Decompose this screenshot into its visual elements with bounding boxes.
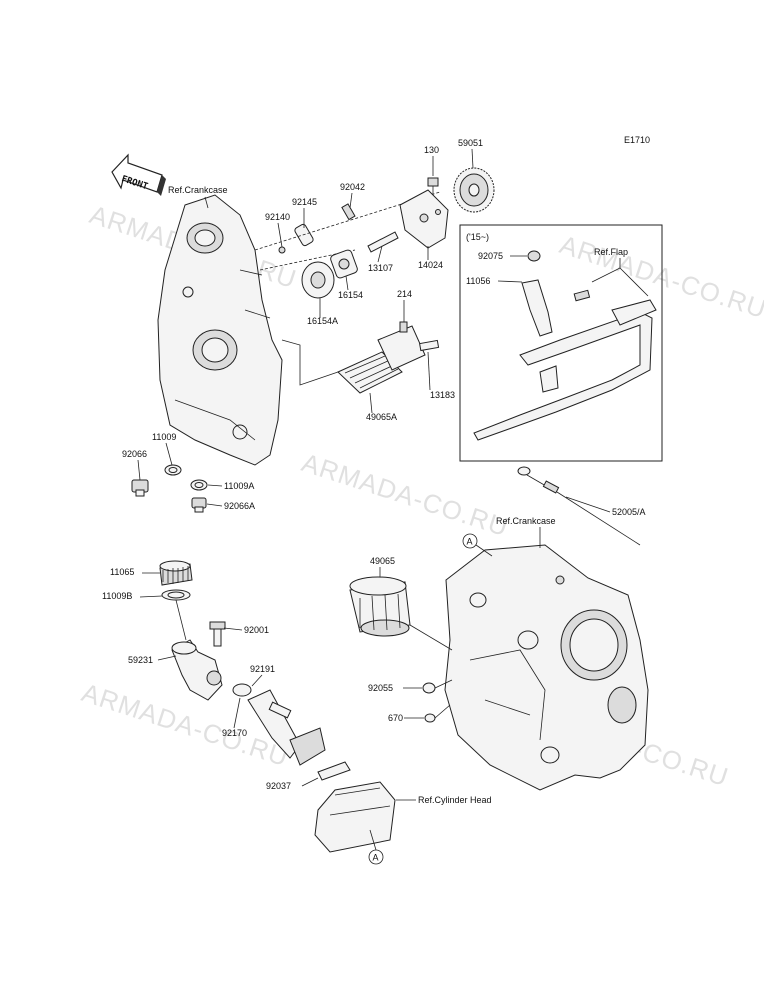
- oil-filler-cap: [159, 560, 193, 601]
- relief-valve-parts: [278, 203, 356, 254]
- dipstick: [517, 466, 641, 546]
- bolt-130: [427, 177, 439, 195]
- callout-a-top-letter: A: [467, 537, 473, 547]
- pump-shaft: [367, 231, 399, 253]
- label-130: 130: [424, 145, 439, 155]
- callout-a-bottom-letter: A: [373, 853, 379, 863]
- inset-box: [459, 224, 663, 462]
- label-92191: 92191: [250, 664, 275, 674]
- label-11056: 11056: [466, 276, 490, 286]
- filler-neck: [171, 621, 226, 701]
- label-13107: 13107: [368, 263, 393, 273]
- ref-crankcase-top: Ref.Crankcase: [168, 185, 228, 195]
- oil-strainer: [337, 325, 440, 394]
- watermark: ARMADA-CO.RU: [556, 229, 764, 324]
- label-16154A: 16154A: [307, 316, 338, 326]
- crankcase-right: [444, 544, 649, 791]
- inset-label: ('15~): [466, 232, 489, 242]
- label-59231: 59231: [128, 655, 153, 665]
- label-49065: 49065: [370, 556, 395, 566]
- ref-cylinder-head: Ref.Cylinder Head: [418, 795, 492, 805]
- crankcase-cover-left: [157, 194, 283, 466]
- label-14024: 14024: [418, 260, 443, 270]
- pump-gear: [453, 167, 495, 213]
- label-11009: 11009: [152, 432, 176, 442]
- label-11065: 11065: [110, 567, 134, 577]
- diagram-code: E1710: [624, 135, 650, 145]
- o-rings: [422, 682, 436, 723]
- label-92140: 92140: [265, 212, 290, 222]
- front-arrow-icon: FRONT: [111, 153, 166, 196]
- label-13183: 13183: [430, 390, 455, 400]
- label-16154: 16154: [338, 290, 363, 300]
- ref-flap: Ref.Flap: [594, 247, 628, 257]
- label-92042: 92042: [340, 182, 365, 192]
- label-92066A: 92066A: [224, 501, 255, 511]
- pump-cover: [399, 189, 449, 249]
- label-214: 214: [397, 289, 412, 299]
- label-52005A: 52005/A: [612, 507, 646, 517]
- oil-filter: [349, 576, 411, 637]
- label-670: 670: [388, 713, 403, 723]
- label-59051: 59051: [458, 138, 483, 148]
- label-11009B: 11009B: [102, 591, 132, 601]
- oil-pump-rotor: [301, 249, 358, 299]
- filler-hose: [232, 683, 326, 766]
- label-92066: 92066: [122, 449, 147, 459]
- watermark: ARMADA-CO.RU: [78, 677, 292, 772]
- label-49065A: 49065A: [366, 412, 397, 422]
- ref-crankcase-right: Ref.Crankcase: [496, 516, 556, 526]
- breather-cover: [314, 761, 396, 853]
- flap-bracket: [473, 250, 657, 441]
- label-92037: 92037: [266, 781, 291, 791]
- label-92145: 92145: [292, 197, 317, 207]
- label-92075: 92075: [478, 251, 503, 261]
- label-11009A: 11009A: [224, 481, 254, 491]
- label-92055: 92055: [368, 683, 393, 693]
- callout-a-top: [462, 533, 478, 549]
- label-92001: 92001: [244, 625, 269, 635]
- drain-plugs: [131, 464, 208, 513]
- label-92170: 92170: [222, 728, 247, 738]
